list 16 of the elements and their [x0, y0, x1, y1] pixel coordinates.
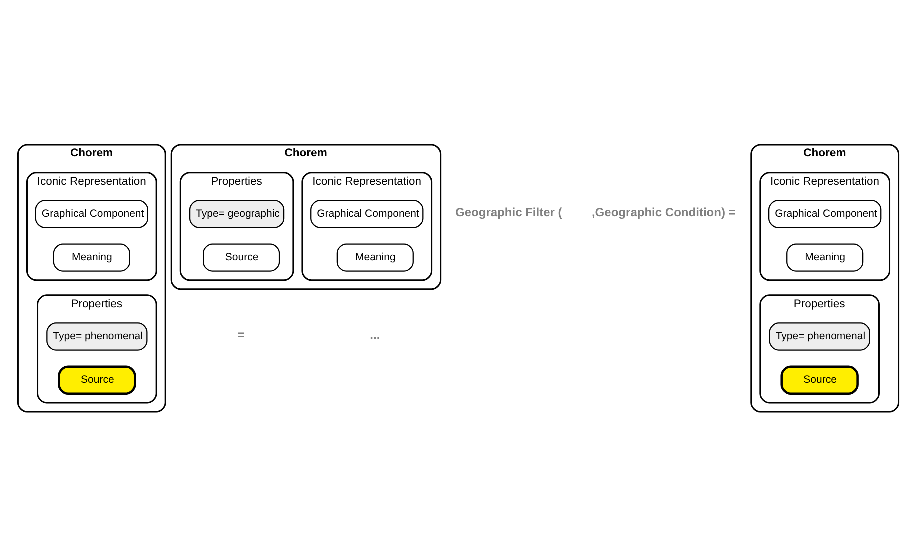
label: Geographic Filter (	[455, 205, 562, 220]
node-box: Meaning	[53, 244, 130, 272]
node-box: Type= phenomenal	[46, 322, 148, 351]
node-box: Graphical Component	[35, 200, 148, 228]
node-box: Source	[780, 366, 859, 396]
node-box: Graphical Component	[310, 200, 424, 228]
label: =	[238, 328, 245, 342]
node-box: Source	[203, 244, 280, 272]
node-box: Type= phenomenal	[769, 322, 870, 351]
node-box: Source	[58, 366, 136, 396]
label: ...	[370, 328, 380, 342]
label: ,Geographic Condition) =	[592, 205, 736, 220]
node-box: Graphical Component	[768, 200, 882, 228]
node-box: Meaning	[336, 244, 414, 272]
node-box: Type= geographic	[189, 200, 285, 228]
node-box: Meaning	[786, 244, 864, 272]
